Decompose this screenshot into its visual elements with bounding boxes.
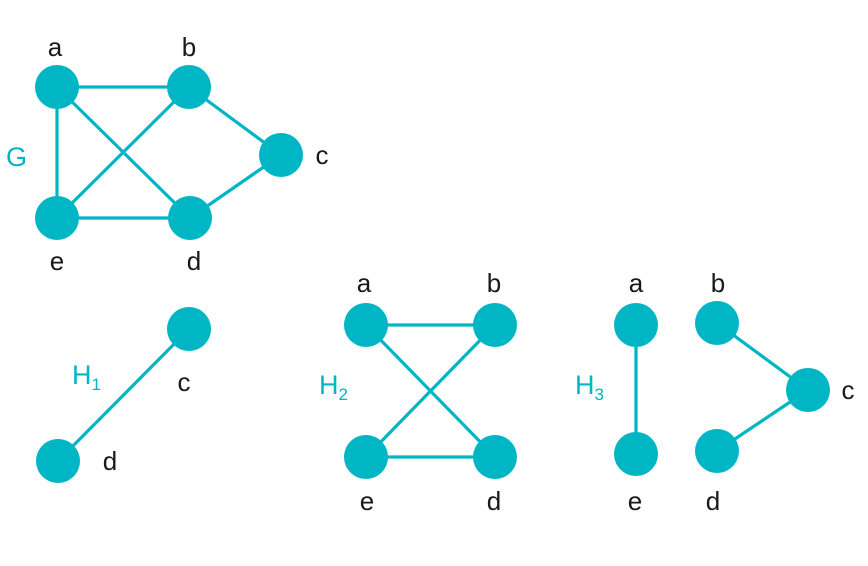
label-g-e: e: [50, 246, 64, 276]
node-h2-b: [473, 303, 517, 347]
node-g-e: [35, 196, 79, 240]
graph-h2-name: H2: [319, 370, 348, 404]
edge-b-e: [364, 323, 497, 459]
node-h3-b: [695, 301, 739, 345]
edge-c-d: [56, 327, 191, 463]
node-h1-d: [36, 439, 80, 483]
node-h2-e: [344, 435, 388, 479]
node-h3-a: [614, 303, 658, 347]
label-g-a: a: [48, 32, 63, 62]
node-h3-c: [786, 368, 830, 412]
graph-h2: a b e d H2: [319, 268, 517, 516]
node-g-b: [167, 65, 211, 109]
label-h1-d: d: [103, 446, 117, 476]
label-h3-d: d: [706, 486, 720, 516]
label-h3-c: c: [842, 375, 855, 405]
node-h3-e: [614, 432, 658, 476]
node-h2-d: [473, 435, 517, 479]
label-h3-e: e: [628, 486, 642, 516]
label-g-c: c: [316, 140, 329, 170]
label-h3-a: a: [629, 268, 644, 298]
node-h3-d: [695, 429, 739, 473]
label-g-b: b: [182, 32, 196, 62]
graph-h1: c d H1: [36, 307, 211, 483]
node-h2-a: [344, 303, 388, 347]
label-h2-e: e: [360, 486, 374, 516]
graph-h3-name: H3: [575, 370, 604, 404]
label-g-d: d: [187, 246, 201, 276]
graph-g: a b c d e G: [6, 32, 329, 276]
label-h2-a: a: [357, 268, 372, 298]
label-h3-b: b: [711, 268, 725, 298]
graph-g-name: G: [6, 142, 27, 172]
node-g-d: [168, 196, 212, 240]
graph-h1-name: H1: [72, 360, 101, 394]
label-h1-c: c: [178, 367, 191, 397]
edge-b-e: [55, 85, 191, 220]
node-g-a: [35, 65, 79, 109]
label-h2-d: d: [487, 486, 501, 516]
graph-h3: a b c d e H3: [575, 268, 855, 516]
node-g-c: [259, 133, 303, 177]
label-h2-b: b: [487, 268, 501, 298]
node-h1-c: [167, 307, 211, 351]
